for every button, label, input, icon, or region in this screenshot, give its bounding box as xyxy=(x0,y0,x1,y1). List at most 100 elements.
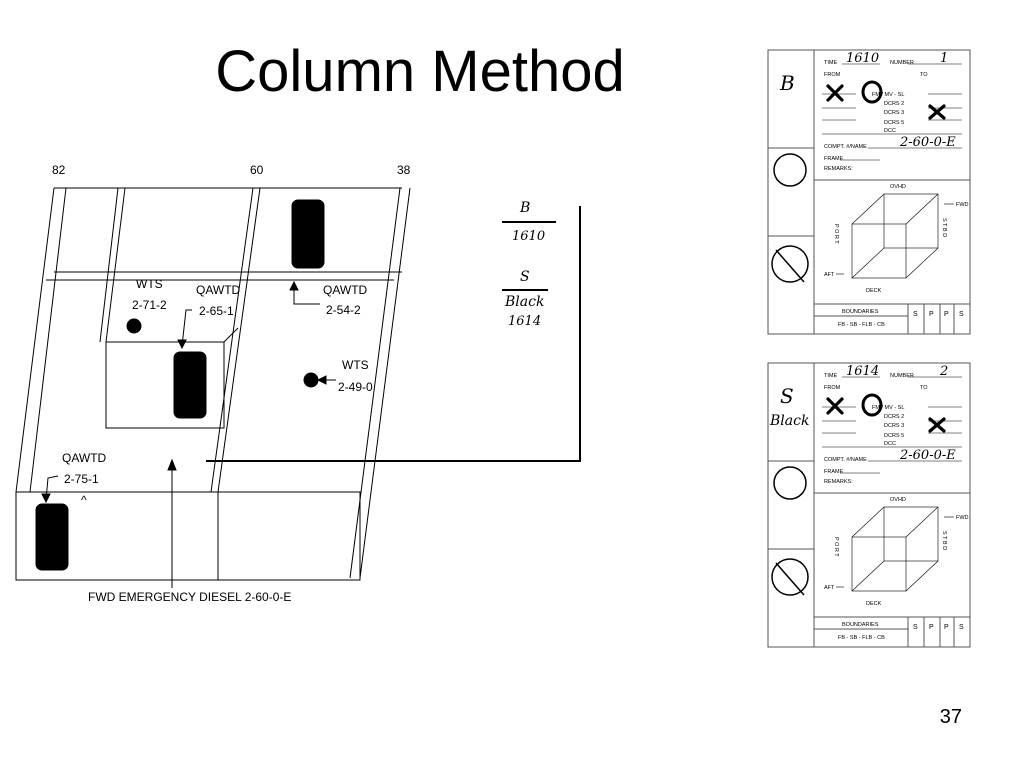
card-time: 1614 xyxy=(846,364,879,379)
svg-text:BOUNDARIES: BOUNDARIES xyxy=(842,622,879,628)
svg-text:S: S xyxy=(959,624,964,631)
svg-text:TIME: TIME xyxy=(824,60,837,66)
callout-qawtd-2: QAWTD xyxy=(323,283,368,297)
callout-wts-2-id: 2-49-0 xyxy=(338,380,373,394)
inner-box xyxy=(105,341,225,429)
svg-text:S: S xyxy=(913,624,918,631)
svg-text:TO: TO xyxy=(920,385,928,391)
circle-slash-symbol xyxy=(771,558,809,596)
callout-qawtd-3: QAWTD xyxy=(62,451,107,465)
hatch-lower-left xyxy=(35,503,69,571)
bulkhead-82-outer xyxy=(105,187,126,343)
svg-text:NUMBER: NUMBER xyxy=(890,373,914,379)
callout-qawtd-1-id: 2-65-1 xyxy=(199,304,234,318)
caret-mark: ^ xyxy=(81,493,87,507)
card-number: 2 xyxy=(939,364,948,379)
svg-text:REMARKS:: REMARKS: xyxy=(824,479,853,485)
compartment-label: FWD EMERGENCY DIESEL 2-60-0-E xyxy=(88,590,291,604)
card-side-mark: B xyxy=(779,71,795,95)
svg-text:FROM: FROM xyxy=(824,72,841,78)
svg-text:P: P xyxy=(929,311,934,318)
svg-text:TO: TO xyxy=(920,72,928,78)
svg-text:DCRS 5: DCRS 5 xyxy=(884,120,904,126)
svg-text:DCRS 2: DCRS 2 xyxy=(884,101,904,107)
left-wall-inner xyxy=(29,187,67,493)
slide-title: Column Method xyxy=(215,39,625,104)
callout-wts-1: WTS xyxy=(136,277,163,291)
svg-text:BOUNDARIES: BOUNDARIES xyxy=(842,309,879,315)
log-entry-1-top: B xyxy=(519,200,530,216)
leader-line xyxy=(206,206,581,462)
card-time: 1610 xyxy=(846,51,879,66)
svg-text:DCC: DCC xyxy=(884,128,896,134)
svg-text:FWD: FWD xyxy=(956,515,969,521)
callout-qawtd-1: QAWTD xyxy=(196,283,241,297)
damage-card-1: B TIME 1610 NUMBER 1 FROM TO FM / MV - S… xyxy=(767,49,971,335)
card-location: 2-60-0-E xyxy=(899,448,956,463)
svg-text:FWD: FWD xyxy=(956,202,969,208)
svg-text:DCRS 3: DCRS 3 xyxy=(884,423,904,429)
svg-text:P O R T: P O R T xyxy=(833,224,839,244)
svg-text:P O R T: P O R T xyxy=(833,537,839,557)
bulkhead-82-inner xyxy=(99,187,119,343)
card-side-mark: S xyxy=(780,384,794,408)
svg-text:OVHD: OVHD xyxy=(890,184,906,190)
hatch-top-right xyxy=(291,199,325,269)
frame-label-82: 82 xyxy=(52,163,66,177)
svg-text:FM / MV - SL: FM / MV - SL xyxy=(872,92,904,98)
callout-qawtd-3-id: 2-75-1 xyxy=(64,472,99,486)
svg-text:NUMBER: NUMBER xyxy=(890,60,914,66)
inner-box-edge xyxy=(223,327,239,343)
svg-text:FB - SB - FLB - CB: FB - SB - FLB - CB xyxy=(838,322,885,328)
circle-symbol xyxy=(773,153,807,187)
log-entry-2-top: S xyxy=(520,269,530,285)
right-wall-outer xyxy=(359,187,411,579)
svg-text:DECK: DECK xyxy=(866,601,882,607)
svg-text:DCRS 3: DCRS 3 xyxy=(884,110,904,116)
log-entry-2-extra: 1614 xyxy=(508,314,541,329)
hatch-middle xyxy=(173,351,207,419)
svg-text:DCRS 2: DCRS 2 xyxy=(884,414,904,420)
svg-text:DCRS 5: DCRS 5 xyxy=(884,433,904,439)
bulkhead-60-outer xyxy=(217,187,261,493)
svg-text:AFT: AFT xyxy=(824,585,835,591)
frame-label-60: 60 xyxy=(250,163,264,177)
arrow-qawtd-1 xyxy=(181,309,192,347)
svg-text:OVHD: OVHD xyxy=(890,497,906,503)
callout-qawtd-2-id: 2-54-2 xyxy=(326,303,361,317)
frame-label-38: 38 xyxy=(397,163,411,177)
wts-dot-1 xyxy=(126,318,142,334)
lower-compartment xyxy=(15,491,361,581)
bulkhead-60-inner xyxy=(210,187,254,493)
callout-wts-1-id: 2-71-2 xyxy=(132,298,167,312)
arrow-qawtd-3 xyxy=(45,475,59,501)
svg-text:S T B D: S T B D xyxy=(941,218,947,237)
svg-text:FRAME: FRAME xyxy=(824,156,844,162)
svg-text:S T B D: S T B D xyxy=(941,531,947,550)
svg-text:S: S xyxy=(913,311,918,318)
slide-page-number: 37 xyxy=(939,706,962,728)
svg-text:P: P xyxy=(929,624,934,631)
svg-text:FRAME: FRAME xyxy=(824,469,844,475)
circle-slash-symbol xyxy=(771,245,809,283)
arrow-qawtd-2 xyxy=(293,284,320,305)
card-side-mark-2: Black xyxy=(769,413,809,429)
svg-text:FROM: FROM xyxy=(824,385,841,391)
svg-text:REMARKS:: REMARKS: xyxy=(824,166,853,172)
column-log: B 1610 S Black 1614 xyxy=(502,200,556,329)
left-wall-outer xyxy=(15,187,55,493)
svg-text:DCC: DCC xyxy=(884,441,896,447)
card-location: 2-60-0-E xyxy=(899,135,956,150)
svg-text:AFT: AFT xyxy=(824,272,835,278)
callout-wts-2: WTS xyxy=(342,358,369,372)
deck-diagram: 82 60 38 xyxy=(15,163,581,588)
wts-dot-2 xyxy=(303,372,319,388)
svg-text:COMPT. #/NAME: COMPT. #/NAME xyxy=(824,144,867,150)
svg-text:FB - SB - FLB - CB: FB - SB - FLB - CB xyxy=(838,635,885,641)
damage-card-2: S Black TIME 1614 NUMBER 2 FROM TO FM / … xyxy=(767,362,971,648)
card-number: 1 xyxy=(940,51,948,66)
svg-text:TIME: TIME xyxy=(824,373,837,379)
log-entry-2-bottom: Black xyxy=(504,294,544,310)
svg-text:P: P xyxy=(944,624,949,631)
